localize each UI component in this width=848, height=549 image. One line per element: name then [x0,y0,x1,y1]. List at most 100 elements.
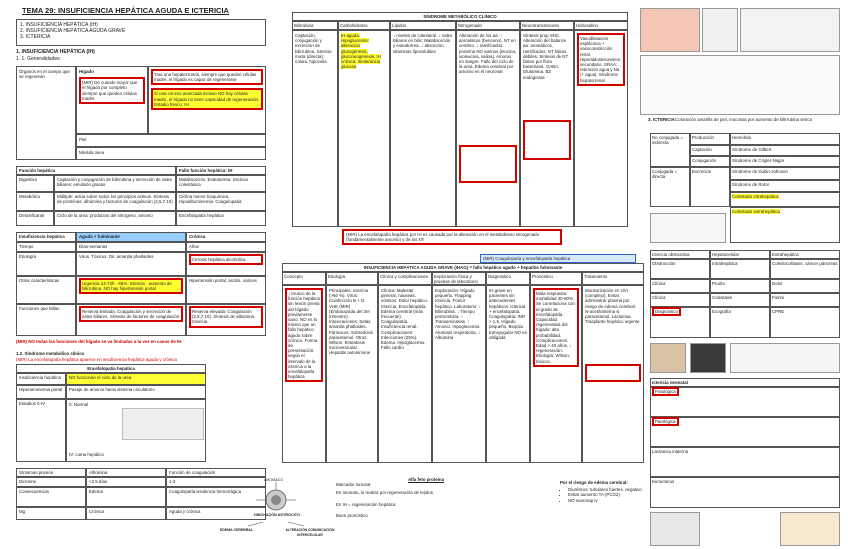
symptoms-table: Síntomas presión Albúmina Función de coa… [16,468,266,520]
ihag-diagnosis: IH grave en pacientes sin antecedentes h… [486,285,530,463]
flapping-figure [122,408,204,440]
sym-coag: 1-3 [166,477,266,487]
ih-row-chronic: Hipertensión portal, ascitis, varices [186,276,266,304]
enc-key: Insuficiencia hepática [16,373,66,385]
syndrome: Síndrome de Rotor [730,180,840,192]
comm-label: ALTERACIÓN COMUNICACIÓN INTERCELULAR [285,528,335,538]
function-row-value: Captación y conjugación de bilirrubina y… [54,175,176,192]
prognosis-box: Mala respuesta: mortalidad 40-80%. Se co… [533,288,579,367]
lab-val: Prurito [710,279,770,293]
treatment-text: Monitorización en UVI (complejo). Evitar… [585,288,640,325]
regen-cell: Tras una hepatectomía, siempre que quede… [148,66,266,134]
afp-row: Marcador tumoral [336,482,371,488]
ihag-col-head: Exploración física y pruebas de laborato… [432,272,486,285]
enc-key: Estadios 0-IV [16,399,66,462]
transplant-treatment-box [585,364,641,383]
toc-box: 1. INSUFICIENCIA HEPÁTICA (IH) 2. INSUFI… [16,19,266,46]
marrow-row: Médula ósea [76,147,266,160]
sym-val: <2.5 días [86,477,166,487]
afp-row: Buen pronóstico [336,512,368,518]
edema-risk-item: NO suerorap iv [568,498,650,503]
concept-box: ↓ brusco de la función hepática sin lesi… [285,288,323,383]
sym-coag: Aguda y crónica [166,507,266,520]
encephalopathy-table: Encefalopatía hepática Insuficiencia hep… [16,364,206,462]
extrahepatic-label: Colestasis extrahepática [732,209,780,214]
ih-row-key: Otras características [16,276,76,304]
neuro-box [523,119,571,160]
ihag-col-head: Diagnóstico [486,272,530,285]
ihag-banner: (MIR) Coagulopatía y encefalopatía hepát… [480,254,636,264]
neuro-text: Síntesis prop SNC. Alteración del balanc… [523,33,569,80]
regen-note: Tras una hepatectomía, siempre que quede… [151,69,263,86]
sym-head: Síntomas presión [16,468,86,477]
afp-row: En neonato, lo realiza por regeneración … [336,490,433,496]
neonatal-title: Ictericia neonatal [650,378,840,387]
diagnosis-highlight: Diagnóstico [652,307,681,316]
ihag-exploration: Exploración: Hígado pequeño. Flapping. I… [432,285,486,463]
neonatal-row: Kernicterus [650,477,840,508]
chronic-etiology: Cirrosis hepática alcohólica [189,254,263,266]
lab-val: Ecografía [710,307,770,338]
edema-label: EDEMA CEREBRAL [220,528,253,532]
function-row-value: Múltiple: actúa sobre todos los principi… [54,192,176,211]
ih-row-acute: Días-semanas [76,242,186,252]
sym-key: Mg [16,507,86,520]
afp-title: Alfa feto proteína [407,477,445,482]
toc-item: 1. INSUFICIENCIA HEPÁTICA (IH) [20,22,98,28]
lab-head: Extrahepática [770,250,840,259]
intrahepatic-label: Colestasis intrahepática [732,194,779,199]
ih-row-key: Funciones que fallan [16,304,76,336]
sym-val: Crónica [86,507,166,520]
metabolic-syndrome-table: SÍNDROME METABÓLICO CLÍNICO Bilirrubina … [292,12,628,227]
jaundice-head: Conjugada = directa [650,167,690,207]
smc-col-head: Neurotransmisores [520,21,574,30]
smc-col-head: Lípidos [390,21,456,30]
reference-text-panel [730,343,840,373]
smc-carbs: IH aguda. Hipoglucemia: alteración gluco… [338,30,390,227]
sym-coag: Coagulopatía tendencia hemorrágica [166,487,266,507]
ih-row-acute: Reserva limitada. Coagulación y secreció… [76,304,186,336]
smc-col-head: Hidrosalino [574,21,628,30]
function-head: Función hepática [16,166,176,175]
lab-key: Diagnóstico [650,307,710,338]
scan-image [650,512,700,546]
ihag-col-head: Etiología [326,272,378,285]
neonatal-item: Fisiológica [652,387,679,396]
syndrome: Síndrome de Dubin-Johnson [730,167,840,180]
ihag-col-head: Tratamiento [582,272,644,285]
grade-start: 0: Normal [69,402,89,407]
bilirubin-diagram [640,55,840,115]
ihag-treatment: Monitorización en UVI (complejo). Evitar… [582,285,644,463]
lab-head: Ictericia obstructiva [650,250,710,259]
neonatal-row: Fisiológica [650,387,840,417]
acute-failures: Reserva limitada. Coagulación y secreció… [79,306,183,323]
jaundice-stage: Conjugación [690,156,730,167]
ihag-prognosis: Mala respuesta: mortalidad 40-80%. Se co… [530,285,582,463]
ih-row-key: Etiología [16,252,76,276]
astrocyte-svg [247,482,305,527]
toc-item: 2. INSUFICIENCIA HEPÁTICA AGUDA GRAVE [20,28,126,34]
enc-head: Encefalopatía hepática [16,364,206,373]
function-row-key: Detoxificante [16,211,54,226]
ih-row-acute: Urgencia 24-72h · 65%. Ictericia · aumen… [76,276,186,304]
lab-key: Clínica [650,293,710,307]
ihag-etiology: Principales: Ictericia (>50 %). Virus: C… [326,285,378,463]
lab-key: Clínica [650,279,710,293]
function-row-failure: Ciclina menor bioquímica. Hipoalbuminemi… [176,192,266,211]
lab-val2: Coledocolitiasis, cáncer páncreas [770,259,840,279]
edema-risk-item: Evitar aumento TA (PCO2) [568,492,650,497]
lab-val2: CPRE [770,307,840,338]
grade-end: IV: coma hepático [69,452,104,457]
chronic-head: Crónica [186,232,266,242]
lab-val: Intrahepática [710,259,770,279]
section-heading: 1.2. Síndrome metabólico clínico [16,351,85,356]
edema-risk-item: Diuréticos: tubulares fuertes. negativo [568,487,650,492]
nitrogen-text: Alteración de los aa. ↑ aromáticos (benc… [459,33,517,75]
sym-key: Consecuencias [16,487,86,507]
ih-head: Insuficiencia hepática [16,232,76,242]
failure-head: Fallo función hepática: IH [176,166,266,175]
smc-title: SÍNDROME METABÓLICO CLÍNICO [292,12,628,21]
jaundice-stage: Captación [690,145,730,156]
ihag-clinic: Clínica: Malestar general, náuseas, vómi… [378,285,432,463]
section-heading: 1. INSUFICIENCIA HEPÁTICA (IH) [16,49,95,55]
